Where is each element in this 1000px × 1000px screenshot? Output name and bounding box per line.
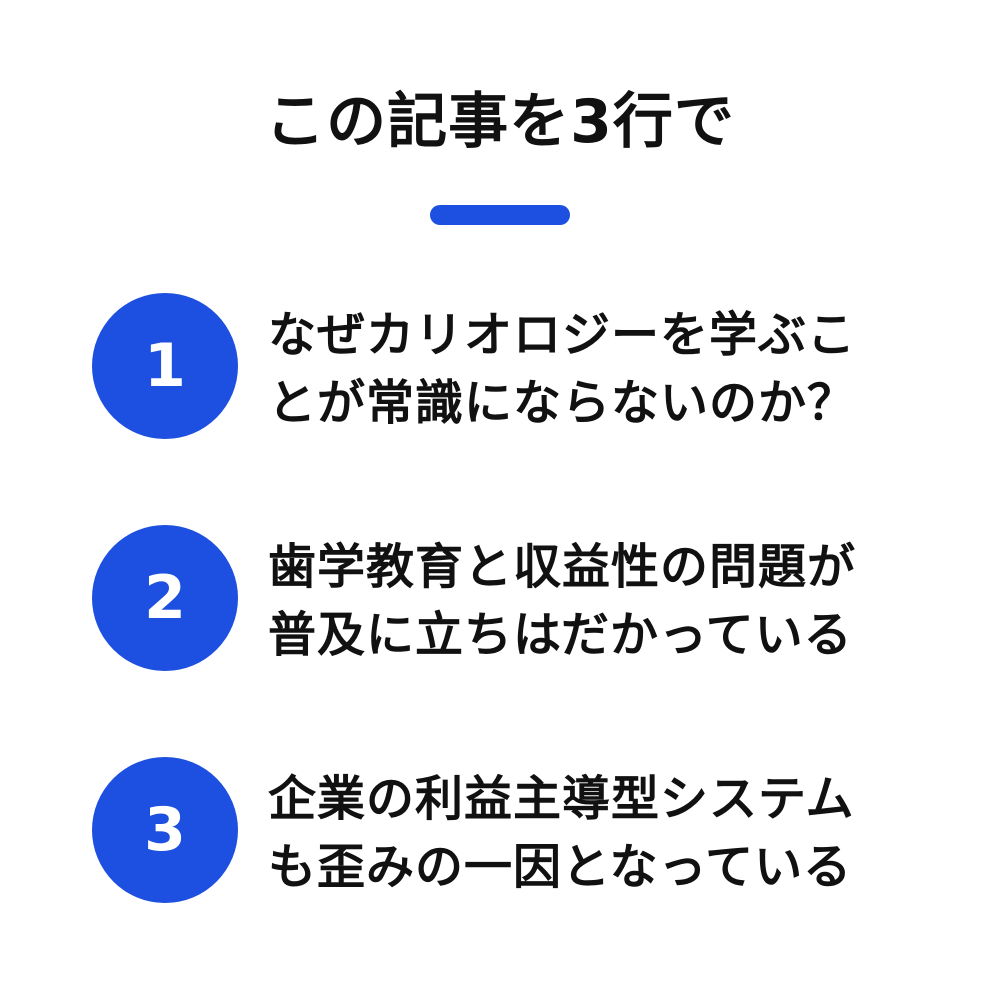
number-badge-3: 3 [92,757,238,903]
summary-line: なぜカリオロジーを学ぶこ [268,307,857,363]
number-badge-2: 2 [92,525,238,671]
summary-line: 企業の利益主導型システム [268,771,855,827]
summary-text-2: 歯学教育と収益性の問題が 普及に立ちはだかっている [268,533,918,669]
summary-item-1: 1 なぜカリオロジーを学ぶこ とが常識にならないのか？ [92,293,932,443]
page-title: この記事を3行で [265,87,735,157]
summary-line: 歯学教育と収益性の問題が [268,539,857,595]
number-badge-1: 1 [92,293,238,439]
summary-line: 普及に立ちはだかっている [268,607,853,663]
summary-text-1: なぜカリオロジーを学ぶこ とが常識にならないのか？ [268,301,918,437]
summary-line: も歪みの一因となっている [268,839,853,895]
summary-item-2: 2 歯学教育と収益性の問題が 普及に立ちはだかっている [92,525,932,675]
summary-line: とが常識にならないのか？ [268,375,857,431]
title-underline [430,205,570,225]
summary-item-3: 3 企業の利益主導型システム も歪みの一因となっている [92,757,932,907]
summary-text-3: 企業の利益主導型システム も歪みの一因となっている [268,765,918,901]
